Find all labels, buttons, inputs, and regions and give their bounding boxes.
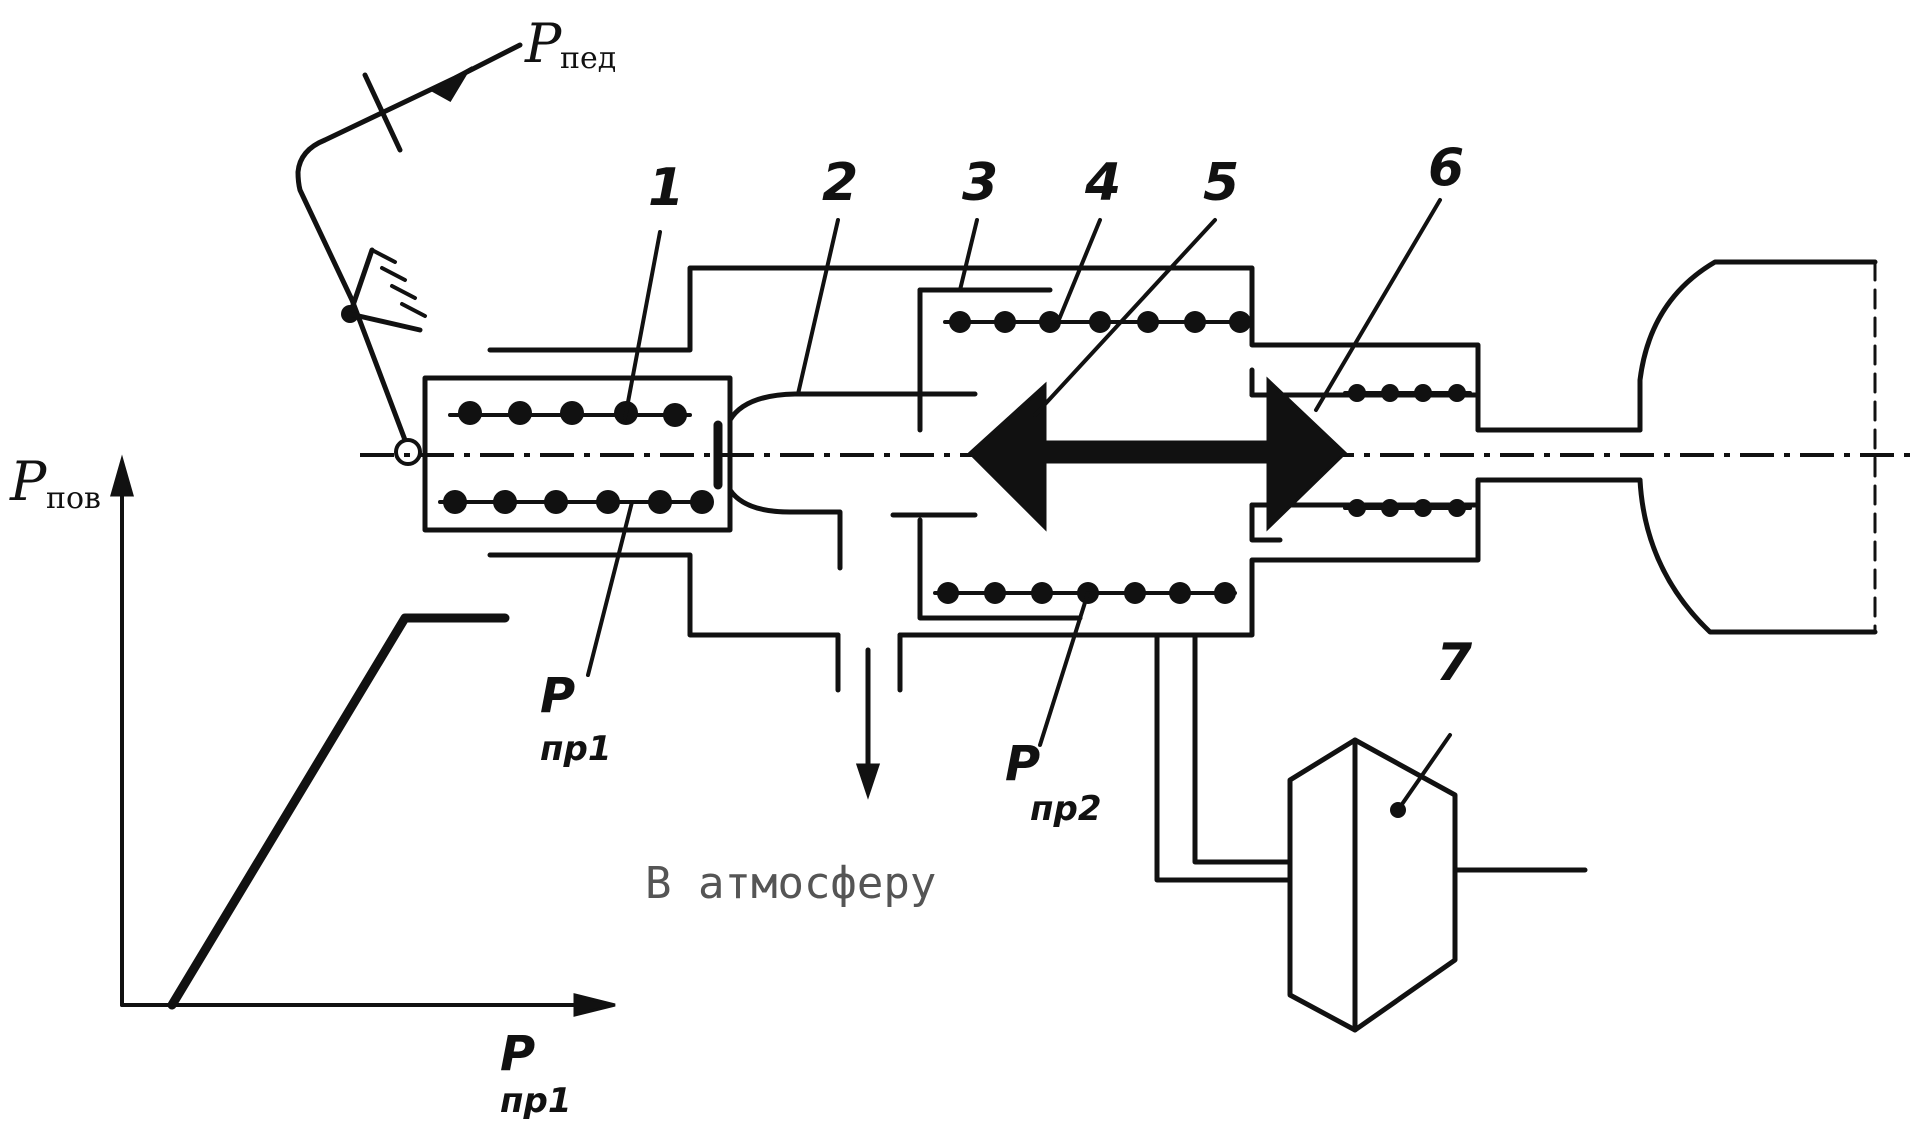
callout-leaders [586, 198, 1452, 812]
exhaust-outlet [835, 632, 903, 800]
spring-3-lower [1343, 499, 1472, 517]
svg-text:пр1: пр1 [540, 729, 612, 769]
brake-chamber [1637, 259, 1878, 635]
svg-text:P: P [500, 1026, 535, 1082]
characteristic-graph [110, 454, 616, 1017]
spring-force-1-label: P пр1 [540, 668, 612, 769]
turning-force-label: P пов [9, 450, 101, 516]
callout-5: 5 [1203, 153, 1239, 213]
fixed-pivot-support [347, 247, 427, 333]
svg-text:пр1: пр1 [500, 1081, 572, 1121]
pedal-force-label: P пед [524, 12, 616, 76]
pump-7 [1154, 632, 1588, 1033]
callout-3: 3 [962, 153, 998, 213]
spring-3-upper [1343, 384, 1472, 402]
svg-text:пед: пед [560, 41, 616, 76]
spring-2-upper [943, 311, 1251, 333]
callout-numbers: 1 2 3 4 5 6 7 [648, 138, 1473, 693]
callout-2: 2 [822, 153, 858, 213]
valve-stem-assembly [967, 376, 1348, 532]
svg-text:P: P [1005, 736, 1040, 792]
svg-text:пр2: пр2 [1030, 789, 1102, 829]
svg-text:P: P [9, 450, 48, 513]
callout-6: 6 [1428, 138, 1464, 198]
callout-7: 7 [1436, 633, 1473, 693]
spring-1-upper [448, 401, 692, 427]
spring-force-2-label: P пр2 [1005, 736, 1102, 829]
callout-1: 1 [648, 158, 684, 218]
svg-text:P: P [540, 668, 575, 724]
spring-1-lower [438, 490, 714, 514]
spring-1-cup [422, 375, 978, 571]
svg-text:P: P [524, 12, 563, 75]
svg-text:пов: пов [46, 481, 101, 516]
graph-x-axis-label: P пр1 [500, 1026, 572, 1121]
spring-2-lower [933, 582, 1237, 604]
pedal-lever [295, 42, 523, 466]
exhaust-label: В атмосферу [645, 858, 936, 909]
callout-4: 4 [1084, 153, 1121, 213]
